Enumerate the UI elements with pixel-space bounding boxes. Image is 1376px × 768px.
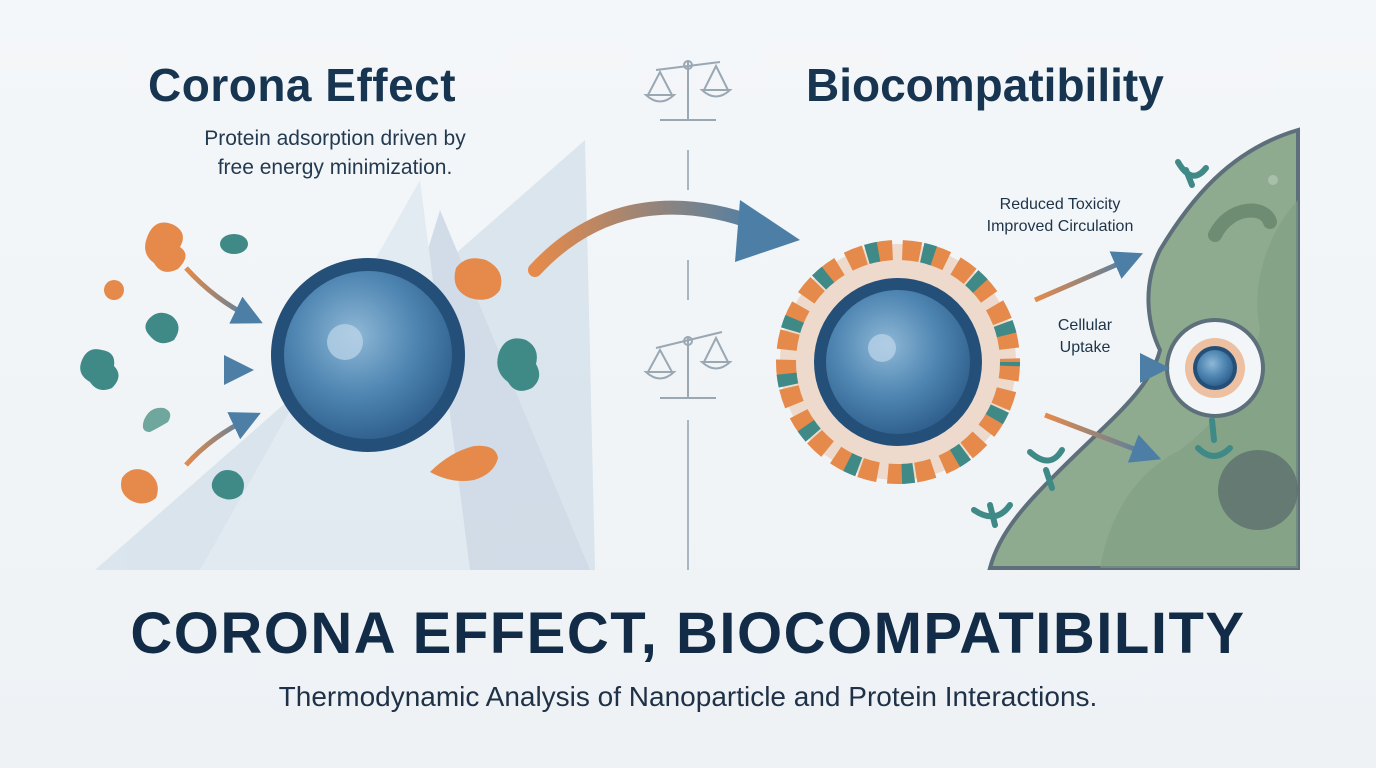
cell-membrane: [987, 127, 1300, 570]
nanoparticle-corona: [776, 240, 1020, 484]
uptake-note-line1: Cellular: [1057, 317, 1113, 334]
corona-effect-subtitle-line2: free energy minimization.: [217, 156, 453, 179]
uptake-note-line2: Uptake: [1059, 339, 1111, 356]
free-proteins: [80, 222, 540, 504]
transition-arrow-head: [735, 200, 800, 262]
main-subheading: Thermodynamic Analysis of Nanoparticle a…: [278, 681, 1098, 712]
corona-effect-subtitle-line1: Protein adsorption driven by: [204, 127, 466, 150]
receptors: [971, 159, 1233, 528]
toxicity-note-line1: Reduced Toxicity: [999, 196, 1121, 213]
transition-arrow: [528, 200, 767, 277]
endosome: [1165, 318, 1265, 418]
corona-effect-title: Corona Effect: [148, 59, 457, 111]
outcome-arrows: [1034, 251, 1170, 463]
biocompatibility-title: Biocompatibility: [806, 59, 1164, 111]
balance-scale-icon: [643, 331, 733, 399]
toxicity-note-line2: Improved Circulation: [986, 218, 1134, 235]
adsorption-arrows: [144, 266, 263, 467]
uptake-note: Cellular Uptake: [1040, 315, 1130, 359]
nanoparticle-left: [271, 258, 465, 452]
corona-effect-subtitle: Protein adsorption driven by free energy…: [150, 124, 520, 182]
main-heading: CORONA EFFECT, BIOCOMPATIBILITY: [130, 601, 1246, 666]
toxicity-note: Reduced Toxicity Improved Circulation: [960, 194, 1160, 238]
balance-scale-icon: [643, 60, 733, 121]
